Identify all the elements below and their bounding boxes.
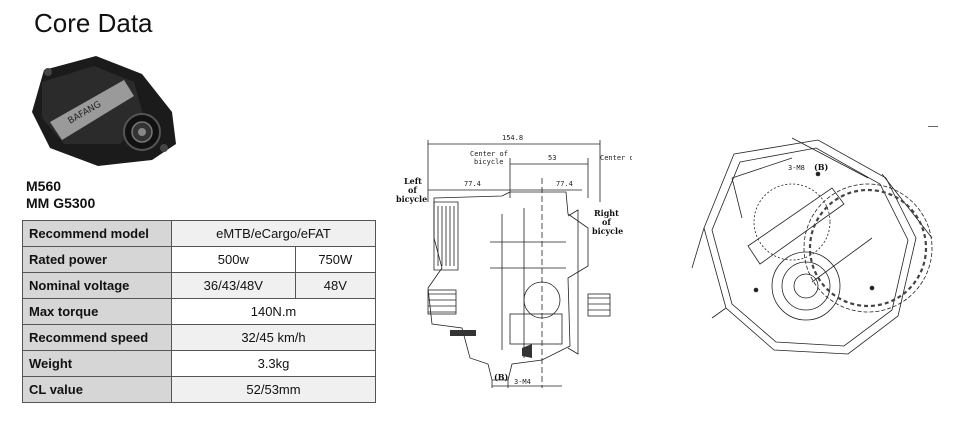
page-title: Core Data — [34, 8, 153, 38]
motor-image: BAFANG — [32, 56, 176, 166]
right-label-3: bicycle — [592, 226, 623, 236]
table-row: CL value 52/53mm — [22, 376, 376, 403]
right-label-2: of — [602, 217, 611, 227]
front-view-drawing: (B) 3-M8 — [691, 137, 933, 355]
left-label-2: of — [408, 185, 417, 195]
spec-value: 750W — [294, 246, 377, 273]
center-label-1: Center of — [470, 150, 508, 158]
right-label-1: Right — [594, 208, 619, 218]
table-row: Recommend speed 32/45 km/h — [22, 324, 376, 351]
table-row: Rated power 500w 750W — [22, 246, 377, 273]
spec-label: Weight — [22, 350, 172, 377]
side-view-drawing: 154.8 Center of bicycle 53 Center of bic… — [396, 134, 632, 388]
spec-value: 500w — [171, 246, 296, 273]
spec-value: 48V — [294, 272, 377, 299]
spec-value: 140N.m — [171, 298, 376, 325]
spec-label: Max torque — [22, 298, 172, 325]
dim-right: 77.4 — [556, 180, 573, 188]
spec-value: 32/45 km/h — [171, 324, 376, 351]
bolt-spec-label: 3-M4 — [514, 378, 531, 386]
spec-label: Rated power — [22, 246, 172, 273]
spec-label: Recommend speed — [22, 324, 172, 351]
left-label-3: bicycle — [396, 194, 427, 204]
spec-value: eMTB/eCargo/eFAT — [171, 220, 376, 247]
tooth-plate-label: Center of bicycle Tooth plate — [600, 154, 632, 162]
front-bolt-spec-label: 3-M8 — [788, 164, 805, 172]
spec-label: CL value — [22, 376, 172, 403]
front-section-b-label: (B) — [814, 162, 829, 172]
center-label-2: bicycle — [474, 158, 504, 166]
spec-label: Nominal voltage — [22, 272, 172, 299]
spec-value: 3.3kg — [171, 350, 376, 377]
section-b-label: (B) — [494, 372, 509, 382]
spec-label: Recommend model — [22, 220, 172, 247]
table-row: Max torque 140N.m — [22, 298, 376, 325]
specs-table: Recommend model eMTB/eCargo/eFAT Rated p… — [22, 220, 377, 403]
model-names: M560 MM G5300 — [26, 178, 95, 212]
dim-left: 77.4 — [464, 180, 481, 188]
spec-value: 36/43/48V — [171, 272, 296, 299]
table-row: Nominal voltage 36/43/48V 48V — [22, 272, 377, 299]
dim-53: 53 — [548, 154, 556, 162]
left-label-1: Left — [404, 176, 422, 186]
margin-mark — [928, 126, 938, 127]
dim-total: 154.8 — [502, 134, 523, 142]
spec-value: 52/53mm — [171, 376, 376, 403]
table-row: Weight 3.3kg — [22, 350, 376, 377]
model-line-1: M560 — [26, 178, 62, 194]
model-line-2: MM G5300 — [26, 195, 96, 211]
table-row: Recommend model eMTB/eCargo/eFAT — [22, 220, 376, 247]
